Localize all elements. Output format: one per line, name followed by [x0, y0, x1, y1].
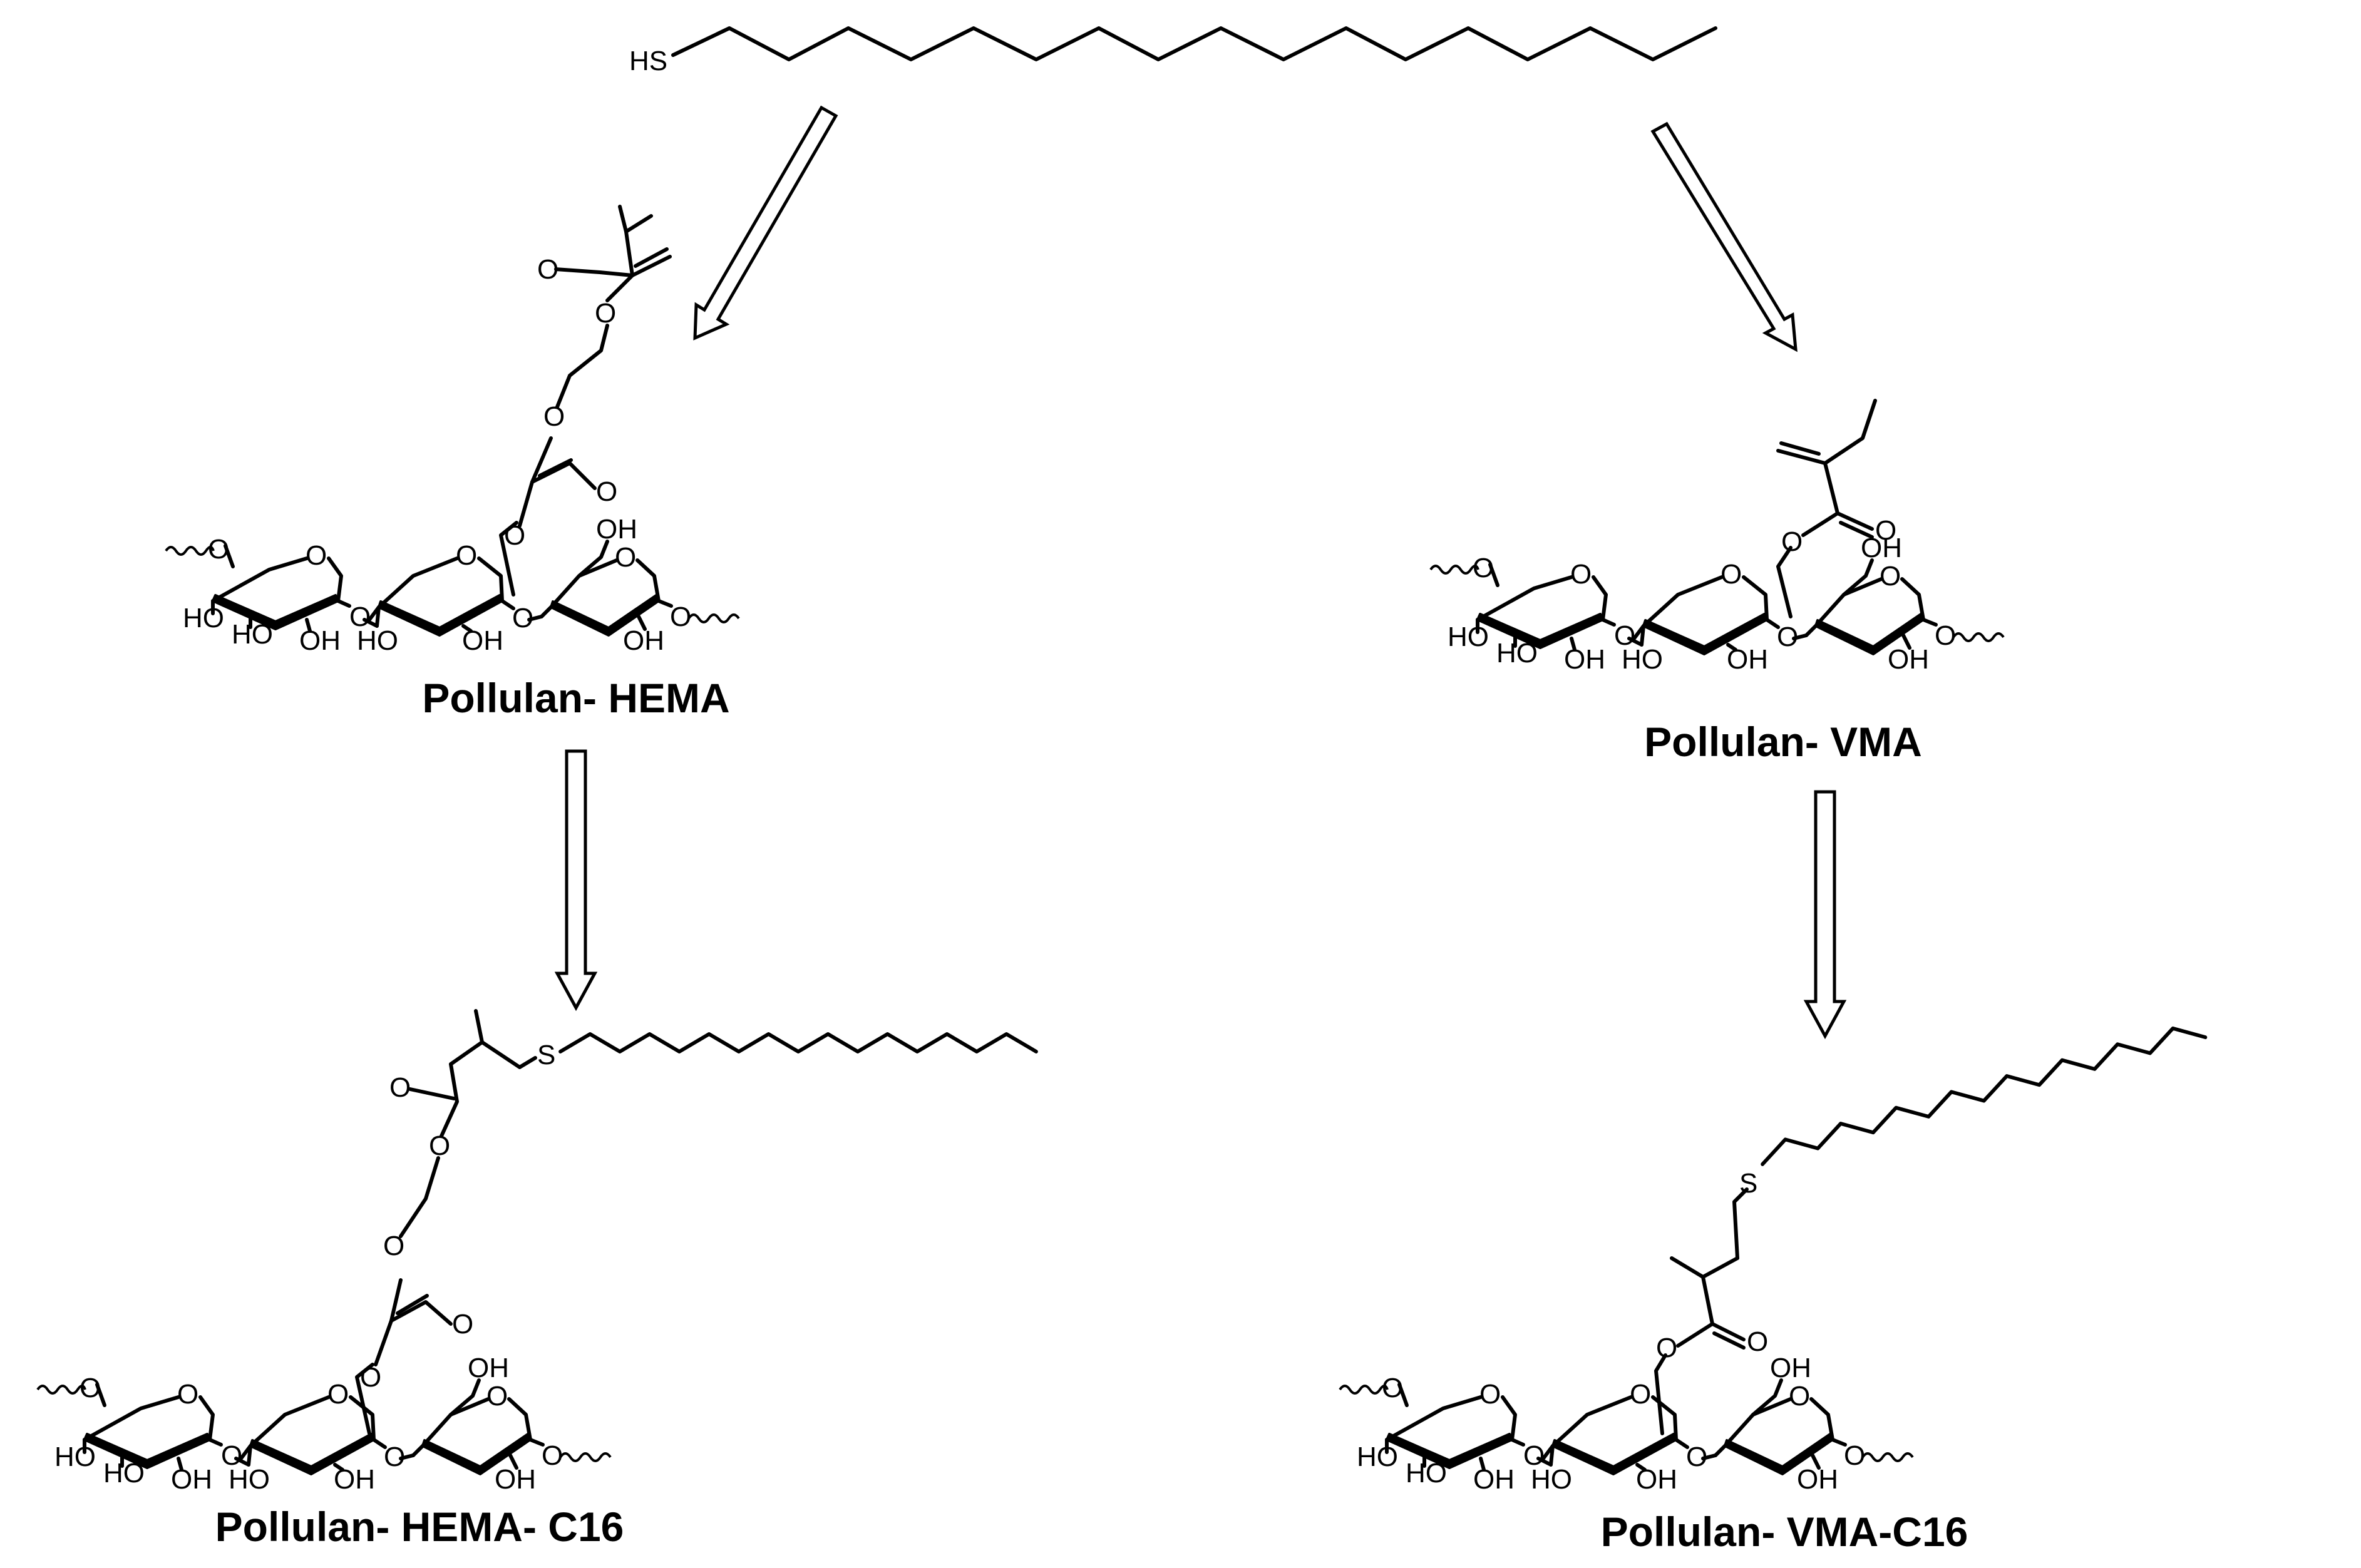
arrow-to-vma-c16	[1803, 790, 1847, 1040]
svg-text:O: O	[360, 1362, 381, 1393]
arrow-to-hema	[693, 105, 838, 341]
svg-text:O: O	[452, 1309, 473, 1340]
structure-pollulan-hema-c16: O O O O O S	[38, 1009, 1036, 1495]
structure-pollulan-vma-c16: O O S	[1340, 1020, 2205, 1495]
arrow-to-vma	[1650, 121, 1798, 352]
svg-text:O: O	[596, 476, 617, 507]
svg-text:O: O	[389, 1072, 411, 1103]
svg-text:O: O	[429, 1130, 450, 1161]
label-pollulan-vma-c16: Pollulan- VMA-C16	[1601, 1509, 1968, 1555]
svg-text:S: S	[537, 1040, 555, 1070]
svg-text:S: S	[1739, 1168, 1757, 1199]
structure-pollulan-vma: O O	[1431, 399, 2004, 675]
structure-pollulan-hema: O O O O O	[166, 205, 739, 656]
thiol-label: HS	[629, 46, 667, 76]
label-pollulan-hema: Pollulan- HEMA	[422, 675, 729, 721]
svg-text:O: O	[1747, 1326, 1768, 1357]
svg-text:O: O	[504, 520, 525, 551]
label-pollulan-vma: Pollulan- VMA	[1644, 719, 1922, 765]
svg-text:O: O	[543, 401, 565, 432]
label-pollulan-hema-c16: Pollulan- HEMA- C16	[215, 1504, 624, 1550]
svg-text:O: O	[1656, 1333, 1677, 1363]
svg-text:O: O	[1781, 526, 1803, 557]
thiol-reagent: HS	[629, 26, 1717, 76]
svg-text:O: O	[1875, 515, 1896, 546]
svg-text:O: O	[595, 298, 616, 329]
arrow-to-hema-c16	[554, 749, 598, 1012]
